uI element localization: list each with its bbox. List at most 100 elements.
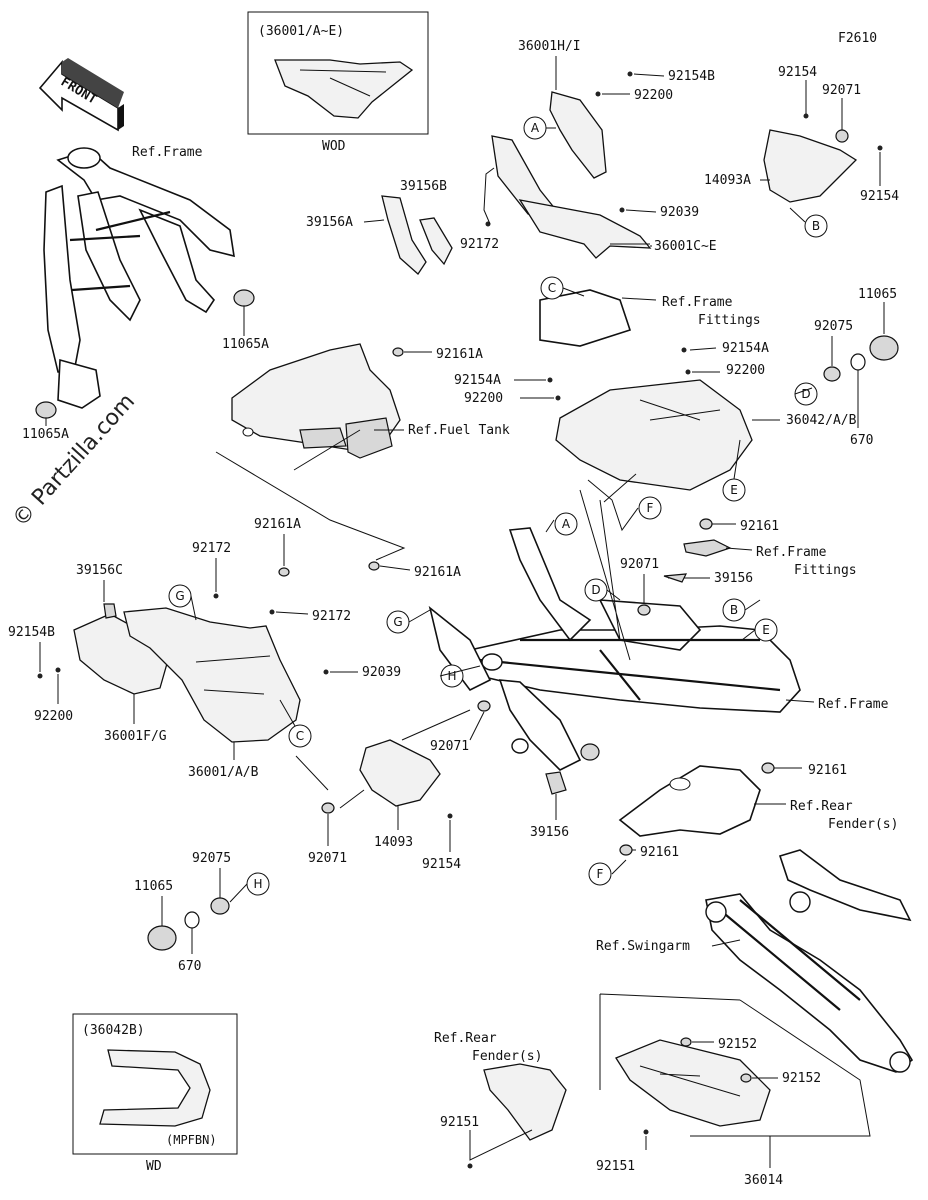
label-ref-rear-fender-1a: Ref.Rear (790, 799, 853, 814)
chain-guard-36014 (615, 1039, 771, 1127)
label-11065-tr: 11065 (858, 287, 897, 302)
callout-B-1: B (804, 214, 828, 238)
inset-bottom-tag: (MPFBN) (166, 1133, 217, 1147)
side-cover-inset-part (274, 59, 414, 119)
bracket-39156AB (381, 195, 453, 275)
label-36001CE: 36001C~E (654, 239, 717, 254)
label-92161A-1: 92161A (436, 347, 483, 362)
inset-top-title: (36001/A~E) (258, 24, 344, 39)
damper-group-right (823, 335, 899, 382)
washer-670-left-icon (184, 911, 200, 929)
label-92200-mid2: 92200 (464, 391, 503, 406)
washer-670-icon (850, 353, 866, 371)
svg-text:A: A (562, 517, 571, 531)
svg-text:H: H (447, 669, 456, 683)
inset-top: (36001/A~E) WOD (247, 11, 429, 154)
frame-fittings-c (539, 289, 632, 347)
label-92161A-3: 92161A (414, 565, 461, 580)
label-92152-1: 92152 (718, 1037, 757, 1052)
label-92172-l: 92172 (192, 541, 231, 556)
callout-H-1: H (440, 664, 464, 688)
swingarm (705, 849, 914, 1073)
grab-rail-inset-part (99, 1049, 211, 1127)
callout-F-2: F (588, 862, 612, 886)
label-92200-mid1: 92200 (726, 363, 765, 378)
callout-A-1: A (523, 116, 547, 140)
label-92154B-l: 92154B (8, 625, 55, 640)
label-92200-l: 92200 (34, 709, 73, 724)
label-92152-2: 92152 (782, 1071, 821, 1086)
label-ref-rear-fender-2b: Fender(s) (472, 1049, 542, 1064)
svg-text:C: C (296, 729, 304, 743)
label-92161-mid: 92161 (740, 519, 779, 534)
damper-11065A-top-icon (233, 289, 255, 307)
label-92071-tr: 92071 (822, 83, 861, 98)
label-670-tr: 670 (850, 433, 873, 448)
svg-text:B: B (730, 603, 738, 617)
label-ref-rear-fender-2a: Ref.Rear (434, 1031, 497, 1046)
label-92154-low: 92154 (422, 857, 461, 872)
damper-11065-icon (869, 335, 899, 361)
svg-text:G: G (393, 615, 402, 629)
label-92154-tr2: 92154 (860, 189, 899, 204)
inset-bottom-title: (36042B) (82, 1023, 145, 1038)
svg-text:F: F (647, 501, 654, 515)
label-92154A-1: 92154A (722, 341, 769, 356)
callout-A-2: A (554, 512, 578, 536)
label-36042AB: 36042/A/B (786, 413, 857, 428)
label-92154-tr: 92154 (778, 65, 817, 80)
svg-text:E: E (762, 623, 770, 637)
label-ref-frame-top: Ref.Frame (132, 145, 203, 160)
label-36001AB: 36001/A/B (188, 765, 259, 780)
label-36001FG: 36001F/G (104, 729, 167, 744)
callout-D-1: D (794, 382, 818, 406)
label-92172-top: 92172 (460, 237, 499, 252)
collar-92075-left-icon (210, 897, 230, 915)
label-ref-fuel-tank: Ref.Fuel Tank (408, 423, 510, 438)
inset-top-caption: WOD (322, 139, 346, 154)
svg-text:E: E (730, 483, 738, 497)
svg-text:A: A (531, 121, 540, 135)
callout-D-2: D (584, 578, 608, 602)
seat-cover (231, 343, 401, 459)
label-92075-l: 92075 (192, 851, 231, 866)
label-ref-swingarm: Ref.Swingarm (596, 939, 690, 954)
label-92071-mid: 92071 (620, 557, 659, 572)
label-92161-low2: 92161 (640, 845, 679, 860)
label-92161-low1: 92161 (808, 763, 847, 778)
svg-text:D: D (591, 583, 600, 597)
svg-text:G: G (175, 589, 184, 603)
damper-group-left (147, 897, 230, 951)
cover-14093A (763, 129, 858, 203)
callout-C-2: C (288, 724, 312, 748)
frame-main (428, 527, 801, 771)
svg-text:F: F (597, 867, 604, 881)
cover-36001AB (123, 607, 301, 743)
label-11065A-1: 11065A (222, 337, 269, 352)
callout-G-1: G (168, 584, 192, 608)
label-670-l: 670 (178, 959, 201, 974)
cover-36001HI (491, 91, 652, 259)
label-14093A: 14093A (704, 173, 751, 188)
label-39156-low: 39156 (530, 825, 569, 840)
callout-G-2: G (386, 610, 410, 634)
watermark: © Partzilla.com (8, 389, 140, 532)
label-92172-l2: 92172 (312, 609, 351, 624)
frame-top-left (35, 147, 255, 419)
inset-bottom: (36042B) (MPFBN) WD (72, 1013, 238, 1174)
label-ref-frame-fittings-2a: Ref.Frame (756, 545, 827, 560)
svg-text:C: C (548, 281, 556, 295)
front-arrow-icon: FRONT (38, 58, 124, 132)
callout-E-1: E (722, 478, 746, 502)
label-ref-frame-fittings-1a: Ref.Frame (662, 295, 733, 310)
label-14093: 14093 (374, 835, 413, 850)
tail-cover-36042 (555, 379, 753, 491)
callout-H-2: H (246, 872, 270, 896)
callout-E-2: E (754, 618, 778, 642)
figure-code: F2610 (838, 31, 877, 46)
label-92075-tr: 92075 (814, 319, 853, 334)
label-92151-2: 92151 (596, 1159, 635, 1174)
label-11065-l: 11065 (134, 879, 173, 894)
